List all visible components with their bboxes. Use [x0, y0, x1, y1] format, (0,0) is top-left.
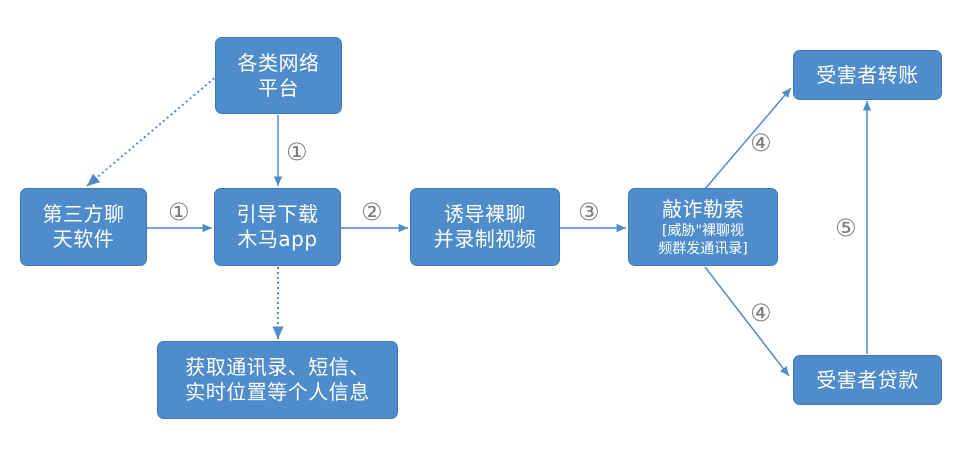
node-record-video-line2: 并录制视频 — [433, 227, 537, 251]
node-record-video: 诱导裸聊 并录制视频 — [410, 188, 560, 266]
node-third-party-chat-line2: 天软件 — [52, 227, 115, 251]
node-extortion-line1: 敲诈勒索 — [662, 196, 744, 221]
node-trojan-app-line1: 引导下载 — [236, 202, 319, 226]
step-label-1-vertical: ① — [286, 138, 308, 166]
node-extortion: 敲诈勒索 [威胁"裸聊视 频群发通讯录] — [628, 188, 778, 266]
node-victim-loan: 受害者贷款 — [793, 355, 942, 405]
step-label-2: ② — [361, 198, 383, 226]
node-record-video-line1: 诱导裸聊 — [444, 202, 526, 226]
node-online-platforms-line2: 平台 — [258, 75, 299, 100]
node-harvest-personal-info-line2: 实时位置等个人信息 — [185, 380, 370, 404]
node-victim-transfer: 受害者转账 — [793, 50, 942, 100]
step-label-4-lower: ④ — [750, 299, 772, 327]
step-label-3: ③ — [578, 198, 600, 226]
node-online-platforms-line1: 各类网络 — [237, 50, 320, 75]
node-harvest-personal-info-line1: 获取通讯录、短信、 — [185, 355, 370, 379]
node-third-party-chat: 第三方聊 天软件 — [20, 188, 147, 266]
step-label-5: ⑤ — [835, 214, 857, 242]
node-victim-loan-label: 受害者贷款 — [816, 367, 919, 392]
edge-platforms-to-chat — [86, 74, 219, 187]
node-extortion-sub1: [威胁"裸聊视 — [662, 222, 744, 239]
node-extortion-sub2: 频群发通讯录] — [658, 240, 748, 257]
step-label-4-upper: ④ — [750, 129, 772, 157]
node-third-party-chat-line1: 第三方聊 — [42, 202, 125, 226]
edge-extort-to-loan — [704, 266, 790, 377]
node-trojan-app: 引导下载 木马app — [214, 188, 341, 266]
step-label-1-horizontal: ① — [168, 198, 190, 226]
node-trojan-app-line2: 木马app — [237, 227, 318, 251]
node-harvest-personal-info: 获取通讯录、短信、 实时位置等个人信息 — [157, 341, 398, 419]
node-victim-transfer-label: 受害者转账 — [816, 62, 919, 87]
edge-extort-to-transfer — [704, 87, 792, 190]
node-online-platforms: 各类网络 平台 — [215, 37, 342, 114]
